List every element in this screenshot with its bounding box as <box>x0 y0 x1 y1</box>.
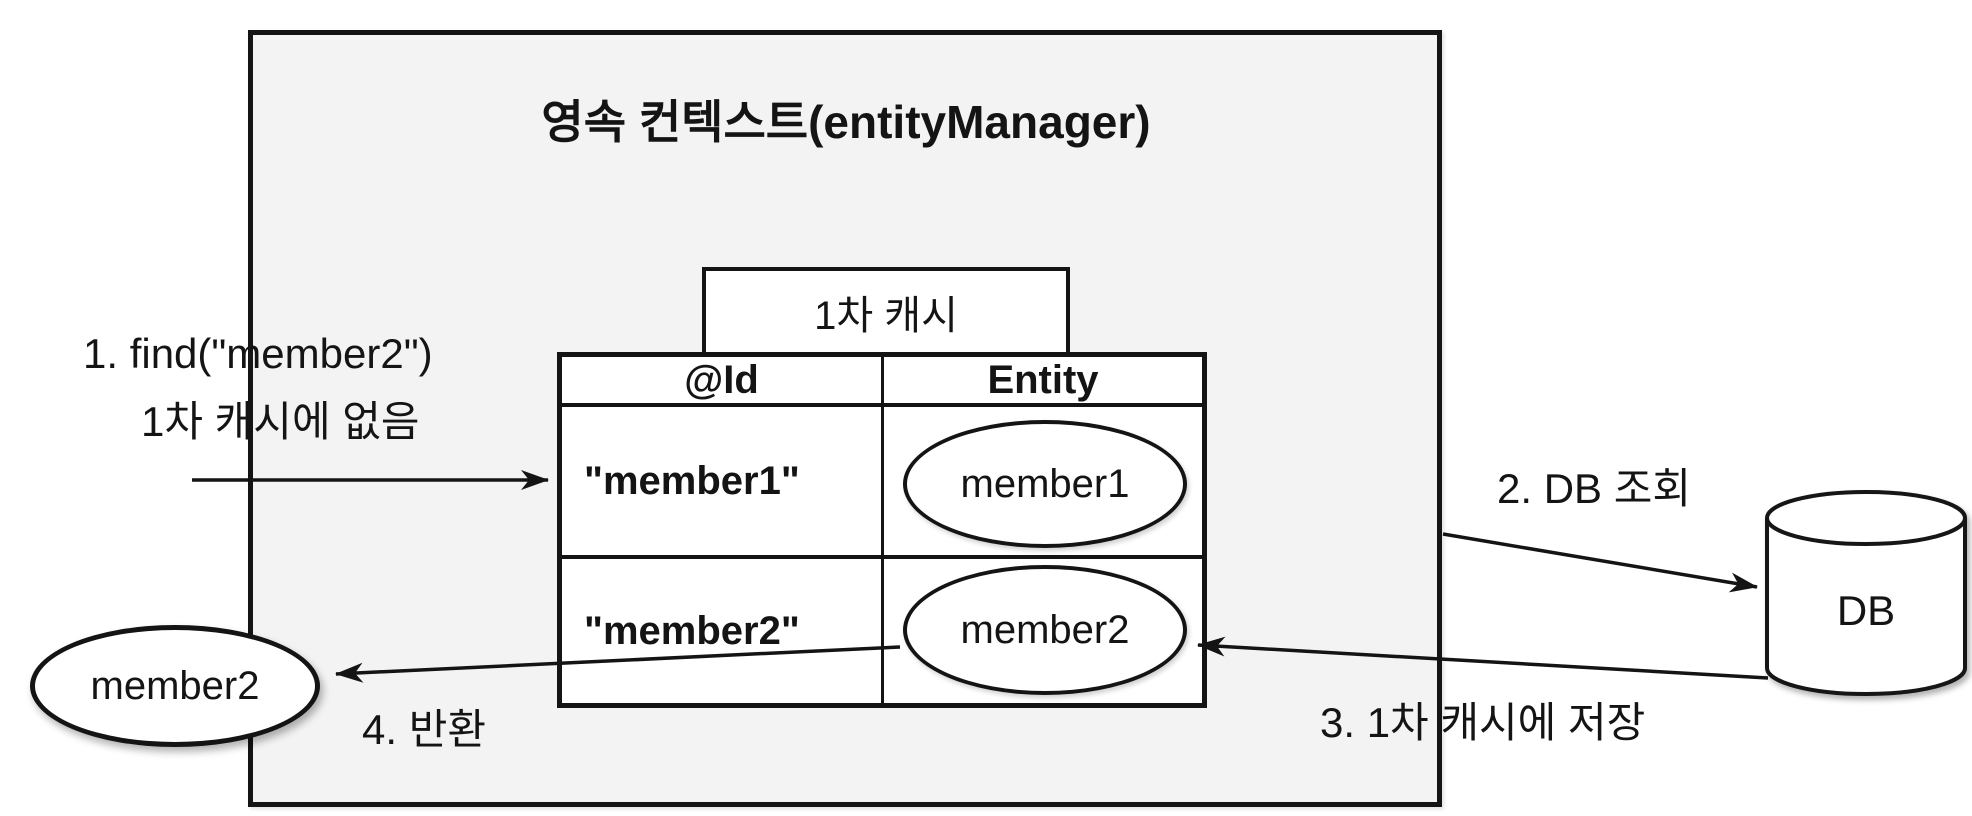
step2-db-query-label: 2. DB 조회 <box>1497 465 1691 512</box>
first-level-cache-label-box: 1차 캐시 <box>702 267 1070 357</box>
step1-cache-miss-label: 1차 캐시에 없음 <box>141 398 420 445</box>
table-header-entity: Entity <box>884 357 1202 407</box>
entity-label-member1: member1 <box>960 461 1130 506</box>
table-cell-id-member1: "member1" <box>562 407 884 559</box>
step3-store-cache-label: 3. 1차 캐시에 저장 <box>1320 699 1646 746</box>
first-level-cache-label: 1차 캐시 <box>814 294 958 338</box>
entity-ellipse-member1: member1 <box>903 420 1187 548</box>
entity-label-member2: member2 <box>960 607 1130 652</box>
table-cell-entity-member1 <box>884 407 1202 559</box>
arrow-step2-db-query <box>1442 532 1758 593</box>
result-entity-label: member2 <box>90 663 260 708</box>
persistence-context-title: 영속 컨텍스트(entityManager) <box>541 96 1151 148</box>
step4-return-label: 4. 반환 <box>362 706 486 753</box>
result-entity-ellipse: member2 <box>30 625 320 747</box>
entity-ellipse-member2: member2 <box>903 565 1187 695</box>
table-header-id: @Id <box>562 357 884 407</box>
table-cell-id-member2: "member2" <box>562 559 884 703</box>
db-label: DB <box>1836 587 1896 634</box>
step1-find-label: 1. find("member2") <box>83 330 433 377</box>
